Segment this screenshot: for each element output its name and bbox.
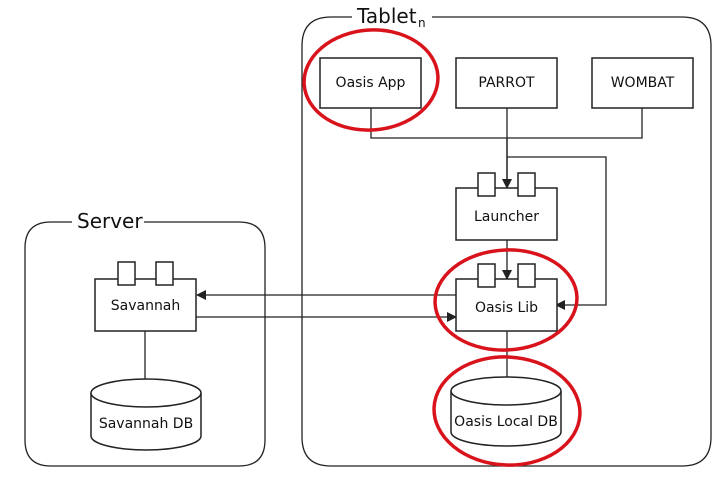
oasis-local-db-label: Oasis Local DB <box>454 414 558 430</box>
launcher-port-left <box>477 172 496 197</box>
oasis-lib-node: Oasis Lib <box>455 263 558 332</box>
app-to-oasis-lib-arrow <box>507 156 607 310</box>
oasis-lib-port-left <box>477 263 496 288</box>
server-label: Server <box>77 209 143 233</box>
oasis-local-db-node: Oasis Local DB <box>450 376 562 447</box>
launcher-port-right <box>517 172 536 197</box>
savannah-db-label: Savannah DB <box>99 416 193 432</box>
tablet-subscript: n <box>418 16 426 30</box>
oasis-app-node: Oasis App <box>319 57 422 109</box>
savannah-port-left <box>117 261 136 286</box>
oasis-lib-port-right <box>517 263 536 288</box>
oasis-local-db-highlight <box>432 355 582 467</box>
app-connectors <box>370 108 643 310</box>
savannah-port-right <box>155 261 174 286</box>
server-group: Server <box>24 209 266 467</box>
savannah-db-node: Savannah DB <box>90 378 202 451</box>
oasis-lib-highlight <box>433 248 579 352</box>
tablet-label: Tablet <box>356 4 417 28</box>
oasis-app-highlight <box>302 28 440 132</box>
parrot-node: PARROT <box>455 57 558 109</box>
highlight-annotations <box>302 28 582 467</box>
launcher-node: Launcher <box>455 172 558 241</box>
oasis-lib-label: Oasis Lib <box>475 300 538 316</box>
oasis-app-label: Oasis App <box>336 75 406 91</box>
wombat-node: WOMBAT <box>591 57 694 109</box>
launcher-label: Launcher <box>474 209 539 225</box>
parrot-label: PARROT <box>478 75 535 91</box>
savannah-node: Savannah <box>94 261 197 332</box>
wombat-label: WOMBAT <box>611 75 675 91</box>
savannah-label: Savannah <box>111 298 181 314</box>
